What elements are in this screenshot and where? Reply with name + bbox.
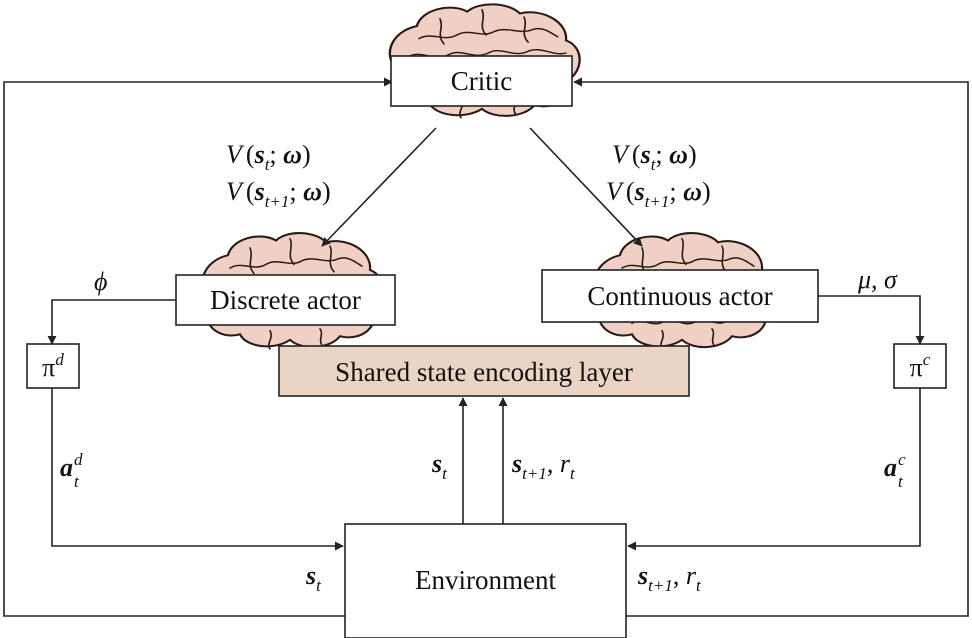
critic-to-continuous-arrow	[529, 127, 643, 247]
critic-label: Critic	[451, 66, 513, 96]
svg-text:a: a	[60, 453, 73, 482]
continuous-actor-label: Continuous actor	[587, 281, 772, 311]
mu-sigma-label: μ, σ	[857, 265, 898, 294]
discrete-actor-label: Discrete actor	[210, 285, 361, 315]
pic-to-env-arrow	[627, 388, 921, 551]
env-to-critic-right-line	[573, 77, 969, 617]
value-right-line2: V(st+1; ω)	[606, 177, 711, 211]
a-d-label: a d t	[60, 450, 83, 491]
value-left-line1: V(st; ω)	[226, 140, 311, 174]
svg-text:a: a	[884, 453, 897, 482]
svg-text:d: d	[74, 450, 83, 469]
svg-text:t: t	[74, 472, 80, 491]
discrete-actor-box: Discrete actor	[175, 274, 396, 326]
pi-c-box: πc	[893, 343, 947, 389]
environment-box: Environment	[344, 523, 627, 638]
a-c-label: a c t	[884, 450, 906, 491]
env-to-critic-left-line	[3, 77, 393, 617]
continuous-actor-box: Continuous actor	[541, 269, 819, 323]
environment-label: Environment	[415, 565, 556, 595]
continuous-to-pic-arrow	[818, 295, 925, 345]
svg-text:c: c	[898, 450, 906, 469]
s-t-env-label: st	[305, 561, 322, 595]
critic-box: Critic	[390, 55, 573, 107]
s-next-r-center-label: st+1, rt	[511, 449, 576, 483]
phi-label: ϕ	[94, 267, 107, 296]
critic-to-discrete-arrow	[321, 127, 437, 247]
pi-c-label: πc	[910, 350, 931, 382]
discrete-to-pid-arrow	[47, 299, 176, 345]
pi-d-label: πd	[42, 350, 64, 382]
value-right-line1: V(st; ω)	[612, 140, 697, 174]
pid-to-env-arrow	[51, 388, 344, 551]
s-t-center-label: st	[431, 449, 448, 483]
value-left-line2: V(st+1; ω)	[226, 177, 331, 211]
connections	[3, 77, 969, 617]
svg-text:t: t	[898, 472, 904, 491]
pi-d-box: πd	[26, 343, 80, 389]
shared-layer-label: Shared state encoding layer	[335, 357, 633, 387]
s-next-r-env-label: st+1, rt	[637, 561, 702, 595]
shared-layer-box: Shared state encoding layer	[278, 345, 690, 397]
